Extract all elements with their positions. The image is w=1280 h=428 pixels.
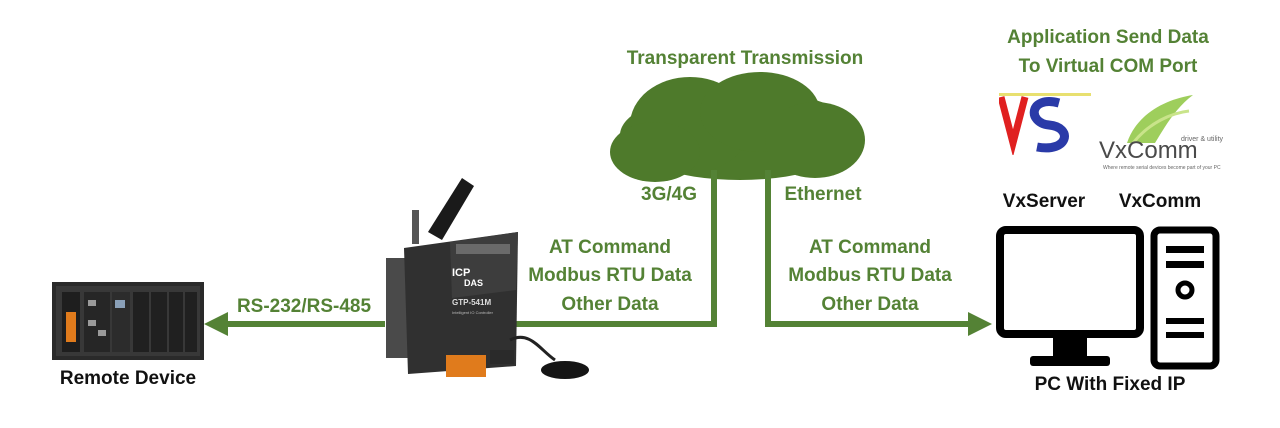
cellular-label: 3G/4G	[634, 184, 704, 206]
monitor-icon	[1000, 230, 1140, 366]
remote-device-icon	[52, 282, 204, 360]
cloud-icon	[610, 72, 865, 182]
vxcomm-logo-graphic: VxComm driver & utility Where remote ser…	[1097, 93, 1227, 179]
right-data-line2: Modbus RTU Data	[770, 265, 970, 287]
arrow-right-icon	[968, 312, 992, 336]
vxcomm-logo: VxComm driver & utility Where remote ser…	[1097, 93, 1227, 179]
remote-device-label: Remote Device	[38, 368, 218, 390]
vxserver-logo	[999, 93, 1091, 155]
ethernet-label: Ethernet	[778, 184, 868, 206]
gateway-subtitle: Intelligent IO Controller	[452, 310, 494, 315]
cloud-title: Transparent Transmission	[600, 48, 890, 70]
vxcomm-tagline-bottom: Where remote serial devices become part …	[1103, 165, 1221, 171]
application-line1: Application Send Data	[978, 27, 1238, 49]
serial-label: RS-232/RS-485	[224, 296, 384, 318]
pc-tower-icon	[1154, 230, 1216, 366]
vxcomm-label: VxComm	[1106, 191, 1214, 213]
brand-bottom: DAS	[464, 278, 483, 288]
left-data-line2: Modbus RTU Data	[510, 265, 710, 287]
left-data-line3: Other Data	[510, 294, 710, 316]
left-data-line1: AT Command	[510, 237, 710, 259]
right-data-line3: Other Data	[770, 294, 970, 316]
vxcomm-tagline-top: driver & utility	[1181, 136, 1224, 143]
vxserver-logo-graphic	[999, 93, 1091, 155]
right-data-line1: AT Command	[770, 237, 970, 259]
application-line2: To Virtual COM Port	[978, 56, 1238, 78]
gateway-model: GTP-541M	[452, 298, 491, 307]
pc-label: PC With Fixed IP	[1010, 374, 1210, 396]
vxserver-label: VxServer	[990, 191, 1098, 213]
